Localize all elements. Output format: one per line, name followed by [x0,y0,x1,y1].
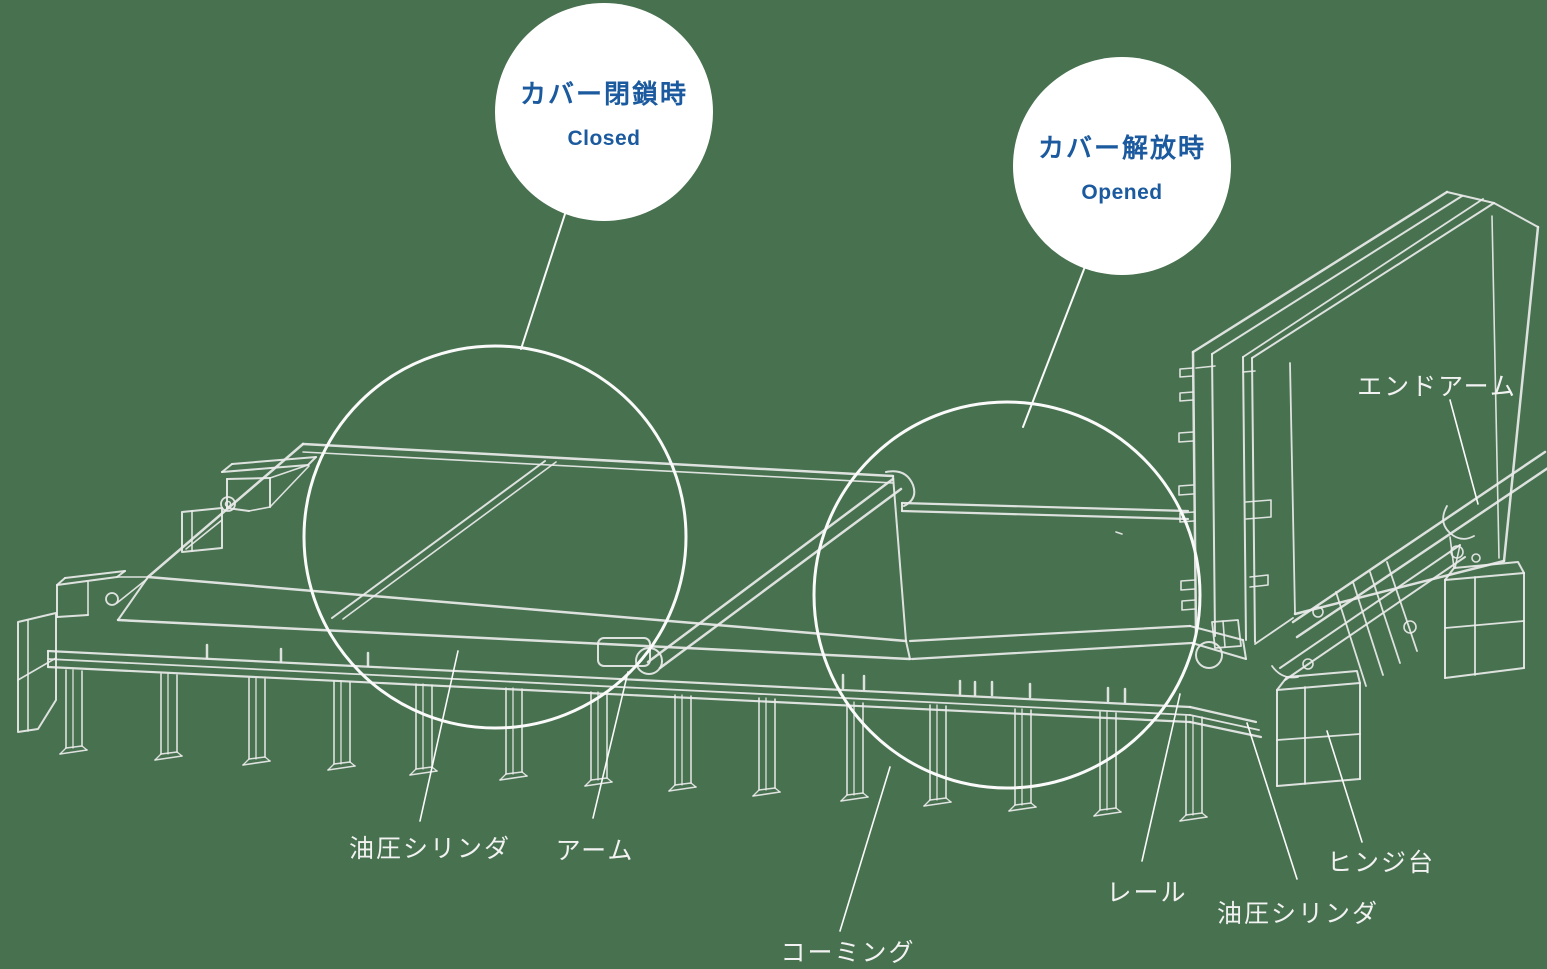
callout-closed-subtitle: Closed [567,126,641,150]
part-label-arm: アーム [555,837,635,865]
callout-opened-subtitle: Opened [1081,180,1163,204]
label-leader-lines [419,399,1479,932]
callout-closed-title: カバー閉鎖時 [519,78,688,109]
magnifier-circles [302,213,1202,790]
arm-drawing [597,470,916,675]
part-label-hydraulic-cylinder-right: 油圧シリンダ [1216,900,1380,928]
part-label-hydraulic-cylinder-left: 油圧シリンダ [348,835,512,863]
part-label-coaming: コーミング [780,939,916,967]
part-label-hinge-stand: ヒンジ台 [1326,849,1436,877]
callout-bubble-opened: カバー解放時 Opened [1013,57,1231,275]
part-label-end-arm: エンドアーム [1357,373,1517,401]
callout-bubble-closed: カバー閉鎖時 Closed [495,3,713,221]
coaming-drawing [17,501,1294,822]
part-label-rail: レール [1106,879,1188,907]
callout-opened-title: カバー解放時 [1037,132,1206,163]
closed-cover-drawing [56,442,912,661]
opened-cover-drawing [1178,190,1540,643]
hinge-assembly-drawing [1195,450,1547,787]
